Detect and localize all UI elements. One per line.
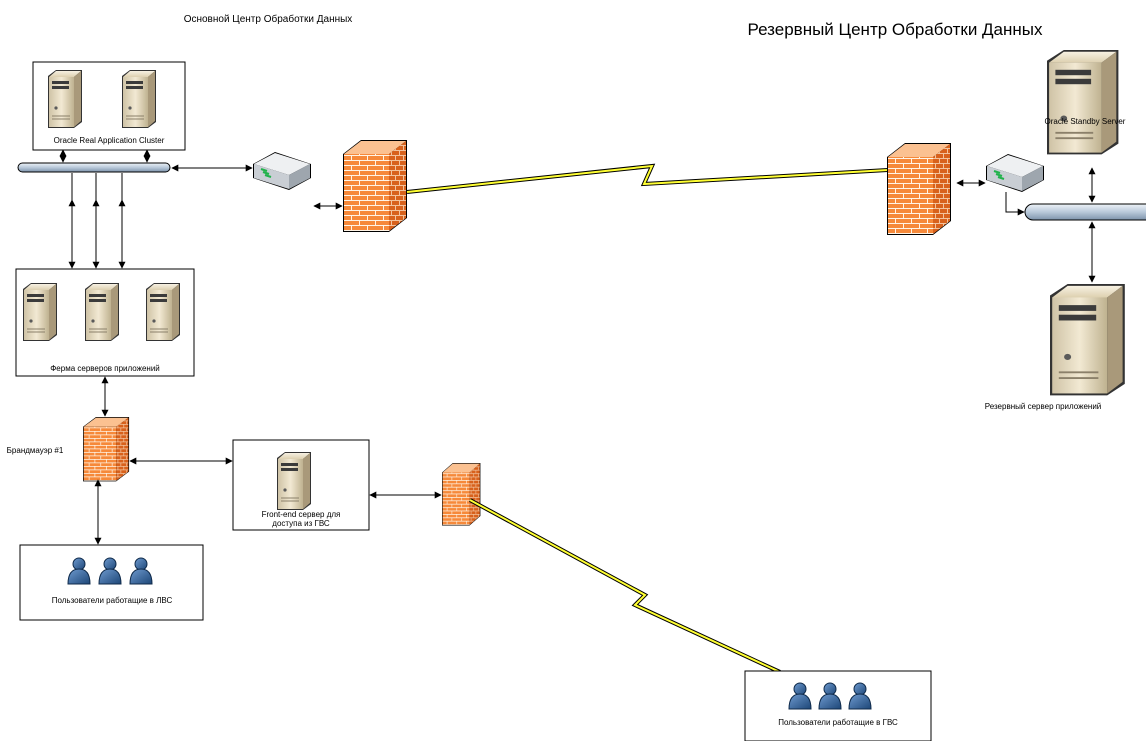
backup-app-label: Резервный сервер приложений [985,402,1102,411]
app-farm-label: Ферма серверов приложений [50,364,160,373]
app-server-3-icon [145,282,181,342]
firewall1-label: Брандмауэр #1 [7,446,64,455]
backup-network-bus [1024,203,1146,221]
primary-firewall-icon [343,140,407,232]
backup-router-icon [985,153,1045,193]
firewall1-icon [83,417,130,482]
standby-label: Oracle Standby Server [1045,117,1126,126]
frontend-label-2: доступа из ГВС [272,519,330,528]
rac-label: Oracle Real Application Cluster [54,136,165,145]
wan-link-top [406,163,906,194]
primary-network-bus [17,162,171,173]
standby-server-icon [1045,48,1120,156]
wan-link-bottom-core [469,499,781,673]
frontend-server-icon [276,451,312,511]
bus-tap-1 [71,173,123,200]
primary-router-icon [252,151,312,191]
primary-dc-title: Основной Центр Обработки Данных [184,13,353,25]
frontend-label-1: Front-end сервер для [262,510,341,519]
rac-server-2-icon [121,69,157,129]
firewall2-icon [442,463,481,526]
wan-link-top-core [406,164,906,193]
wan-users-label: Пользователи работащие в ГВС [778,718,898,727]
backup-app-server-icon [1048,282,1126,397]
app-server-2-icon [84,282,120,342]
router-bus-stub [1005,192,1025,216]
rac-server-1-icon [47,69,83,129]
backup-dc-title: Резервный Центр Обработки Данных [747,20,1043,39]
backup-firewall-icon [887,143,951,235]
lan-users-label: Пользователи работащие в ЛВС [52,596,173,605]
app-server-1-icon [22,282,58,342]
